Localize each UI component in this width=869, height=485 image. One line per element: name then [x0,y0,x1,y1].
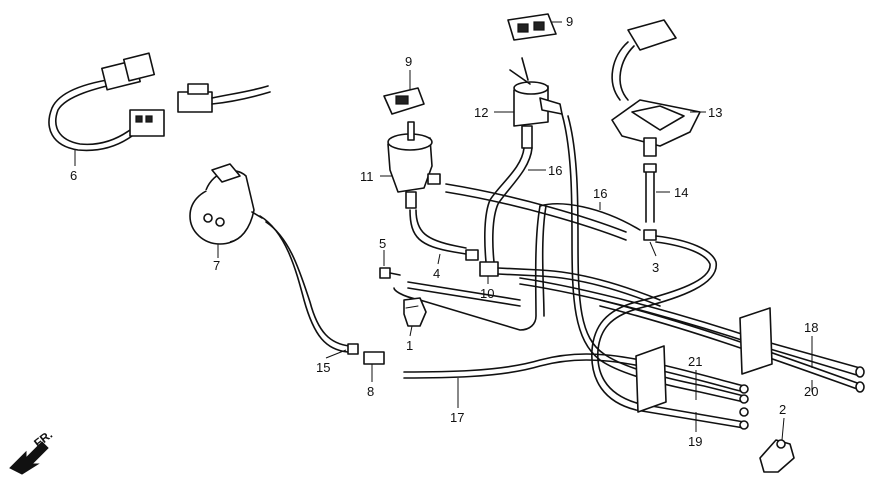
callout-21: 21 [688,354,702,369]
part-2-clamp [759,439,795,473]
front-arrow-icon [9,441,49,475]
callout-7: 7 [213,258,220,273]
callout-11: 11 [360,169,374,184]
part-13-sensor [611,19,701,157]
front-direction-indicator: FR. [9,427,55,475]
callout-17: 17 [450,410,464,425]
callout-10: 10 [480,286,494,301]
part-1-clip [403,297,427,327]
callout-16-lower: 16 [593,186,607,201]
callout-19: 19 [688,434,702,449]
bundle-ends [739,384,749,430]
part-6-wire-harness [48,52,271,152]
part-9-cap-left [383,87,425,115]
part-3-joint [643,229,657,241]
part-9-cap-top [507,13,557,41]
callout-2: 2 [779,402,786,417]
callout-20: 20 [804,384,818,399]
callout-8: 8 [367,384,374,399]
callout-16-upper: 16 [548,163,562,178]
callout-12: 12 [474,105,488,120]
callout-4: 4 [433,266,440,281]
callout-3: 3 [652,260,659,275]
part-8-joint [363,351,385,365]
front-label: FR. [31,427,55,450]
part-7-vacuum-canister [189,163,263,245]
callout-6: 6 [70,168,77,183]
part-14-hose [643,163,657,241]
callout-9-top: 9 [566,14,573,29]
callout-1: 1 [406,338,413,353]
callout-9-left: 9 [405,54,412,69]
hose-15-17 [259,215,745,393]
callout-18: 18 [804,320,818,335]
part-11-solenoid-valve [387,121,441,209]
callout-5: 5 [379,236,386,251]
callout-13: 13 [708,105,722,120]
part-12-solenoid-valve [509,57,563,149]
part-5-bolt [379,267,401,279]
grommet-plates [635,307,773,413]
hose-network [393,113,865,429]
callout-15: 15 [316,360,330,375]
callouts: 6 7 9 9 12 11 13 16 16 14 3 5 4 10 1 15 … [70,14,818,449]
callout-14: 14 [674,185,688,200]
leader-lines [74,21,813,441]
part-10-joint [479,261,499,277]
